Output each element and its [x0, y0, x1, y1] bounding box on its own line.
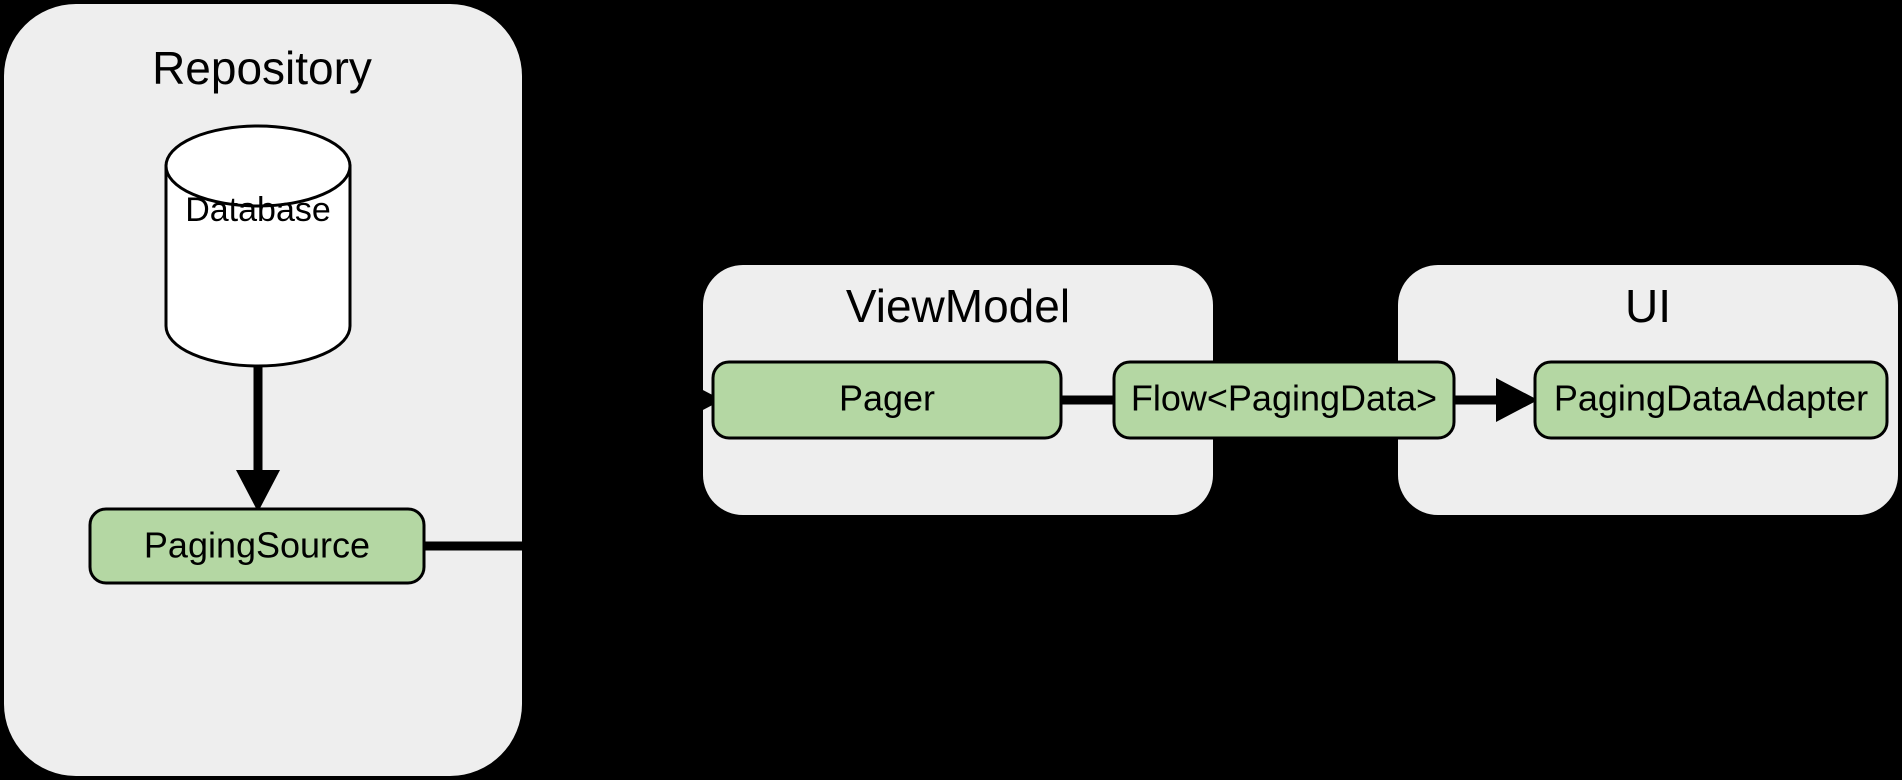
paging-source-label: PagingSource	[144, 525, 370, 566]
database-label: Database	[185, 191, 331, 229]
flow-paging-data-label: Flow<PagingData>	[1131, 378, 1437, 419]
repository-container	[4, 4, 522, 776]
node-pager[interactable]: Pager	[711, 360, 1063, 440]
ui-label: UI	[1625, 280, 1671, 332]
arrow-head-right-icon	[1496, 378, 1538, 422]
edge-paging-source-to-pager	[420, 378, 722, 551]
pager-label: Pager	[839, 378, 935, 419]
node-paging-source[interactable]: PagingSource	[88, 507, 426, 585]
group-repository: Repository	[4, 4, 522, 776]
node-flow-paging-data[interactable]: Flow<PagingData>	[1112, 360, 1456, 440]
repository-label: Repository	[152, 42, 372, 94]
node-paging-data-adapter[interactable]: PagingDataAdapter	[1533, 360, 1889, 440]
pager-box[interactable]	[711, 360, 1063, 440]
arrow-head-down-icon	[236, 470, 280, 512]
paging-data-adapter-label: PagingDataAdapter	[1554, 378, 1868, 419]
edge-flow-to-adapter	[1452, 378, 1538, 422]
flow-paging-data-box[interactable]	[1112, 360, 1456, 440]
edge-database-to-paging-source	[236, 352, 280, 512]
paging-data-adapter-box[interactable]	[1533, 360, 1889, 440]
viewmodel-label: ViewModel	[846, 280, 1070, 332]
paging-source-box[interactable]	[88, 507, 426, 585]
arrow-head-right-icon	[680, 378, 722, 422]
node-database[interactable]: Database	[164, 124, 352, 368]
database-cylinder-body	[164, 164, 352, 368]
database-cylinder-top	[164, 124, 352, 208]
